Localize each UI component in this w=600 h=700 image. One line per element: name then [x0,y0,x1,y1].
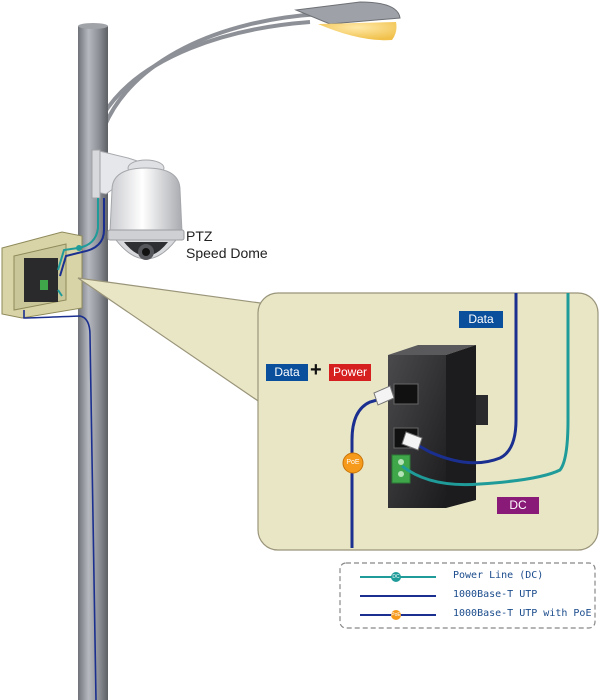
poe-badge-icon [342,452,364,474]
camera-label-line2: Speed Dome [186,245,268,261]
dc-tag: DC [497,497,539,514]
camera-label-line1: PTZ [186,228,213,244]
legend-swatch-poe [360,610,436,620]
legend-item-utp-poe: 1000Base-T UTP with PoE [453,608,592,619]
lamp-arm [101,12,321,131]
legend-poe-badge: PoE [391,612,401,618]
legend-item-utp: 1000Base-T UTP [453,589,538,600]
panel-cables [350,293,570,548]
legend-item-dc: Power Line (DC) [453,570,544,581]
dc-power-cable [401,293,570,487]
callout-wedge [77,277,287,422]
light-pole [78,26,108,700]
data-tag-left: Data [266,364,308,381]
data-tag-top: Data [459,311,503,328]
rj45-plug [373,385,423,451]
poe-splitter-device [388,345,488,508]
legend-box [339,562,596,629]
poe-badge-label: PoE [346,459,360,466]
ptz-camera [107,159,185,260]
utp-poe-cable [350,396,385,548]
plus-sign: + [310,359,322,381]
power-tag: Power [329,364,371,381]
legend-swatch-dc [360,572,436,582]
street-lamp-head [294,1,401,41]
dc-marker [76,245,82,251]
utp-data-cable [411,293,518,465]
camera-label: PTZ Speed Dome [186,228,268,262]
enclosure-box [1,231,83,319]
legend-dc-badge: DC [392,574,400,580]
